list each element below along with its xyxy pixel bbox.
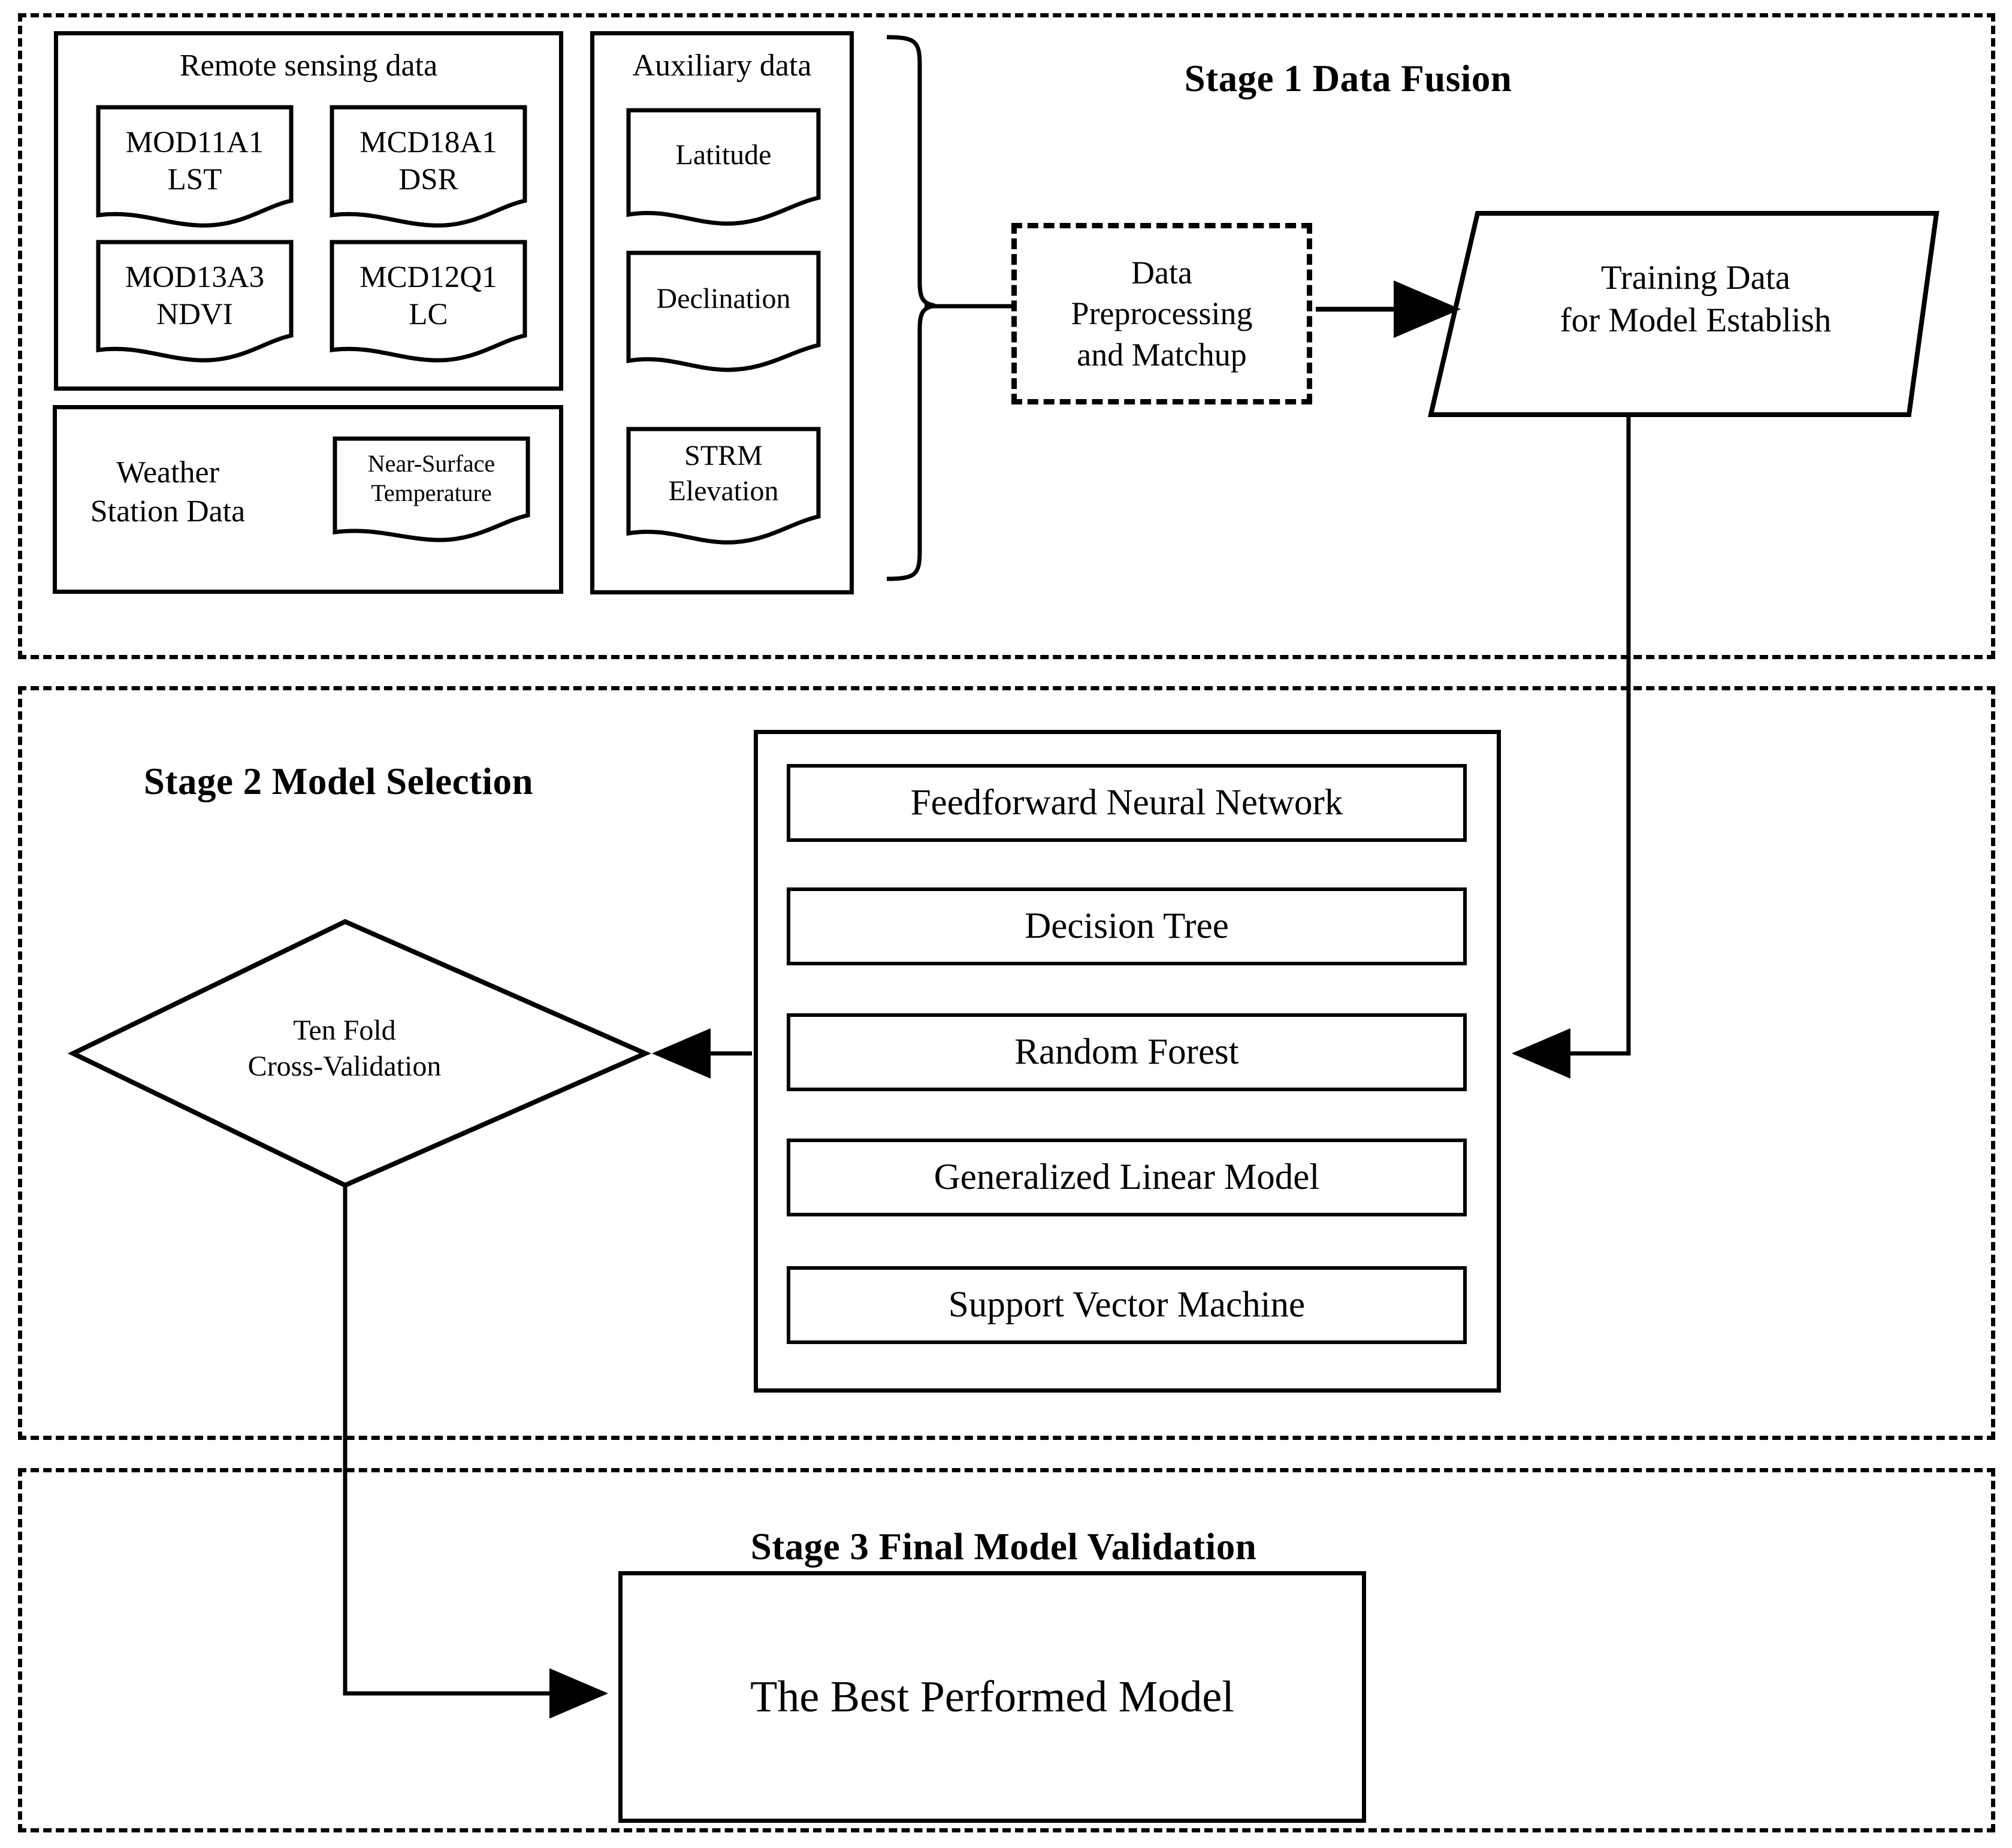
training-data-label: Training Data for Model Establish bbox=[1560, 259, 1832, 340]
data-doc-mcd12q1-text: MCD12Q1 LC bbox=[359, 261, 497, 332]
data-preprocessing-box: Data Preprocessing and Matchup bbox=[1011, 223, 1312, 404]
data-doc-near-surface-temperature-text: Near-Surface Temperature bbox=[367, 450, 496, 506]
data-doc-near-surface-temperature: Near-Surface Temperature bbox=[333, 436, 530, 544]
model-item-support-vector-machine[interactable]: Support Vector Machine bbox=[787, 1266, 1467, 1344]
data-doc-mcd18a1: MCD18A1 DSR bbox=[330, 105, 527, 228]
model-label: Feedforward Neural Network bbox=[910, 783, 1343, 823]
data-doc-strm-elevation: STRM Elevation bbox=[626, 427, 821, 546]
best-model-box: The Best Performed Model bbox=[618, 1571, 1366, 1823]
model-label: Support Vector Machine bbox=[948, 1285, 1306, 1325]
stage-3-title: Stage 3 Final Model Validation bbox=[750, 1526, 1257, 1568]
model-item-random-forest[interactable]: Random Forest bbox=[787, 1013, 1467, 1091]
stage-1-title: Stage 1 Data Fusion bbox=[1184, 58, 1512, 99]
stage-3-container bbox=[18, 1468, 1995, 1832]
auxiliary-label: Auxiliary data bbox=[632, 49, 812, 83]
stage-2-container bbox=[18, 686, 1995, 1440]
model-item-decision-tree[interactable]: Decision Tree bbox=[787, 887, 1467, 965]
cross-validation-label: Ten Fold Cross-Validation bbox=[247, 1014, 442, 1082]
data-doc-mod11a1: MOD11A1 LST bbox=[96, 105, 294, 228]
model-item-feedforward-neural-network[interactable]: Feedforward Neural Network bbox=[787, 764, 1467, 842]
data-doc-mod13a3-text: MOD13A3 NDVI bbox=[125, 261, 265, 332]
model-label: Random Forest bbox=[1014, 1032, 1239, 1072]
data-doc-mcd18a1-text: MCD18A1 DSR bbox=[359, 126, 497, 197]
data-doc-declination: Declination bbox=[626, 250, 821, 373]
data-doc-declination-text: Declination bbox=[656, 283, 791, 315]
data-doc-latitude: Latitude bbox=[626, 108, 821, 228]
data-doc-strm-elevation-text: STRM Elevation bbox=[668, 440, 779, 507]
weather-station-label: Weather Station Data bbox=[90, 455, 246, 529]
stage-2-title: Stage 2 Model Selection bbox=[143, 760, 534, 802]
best-model-text: The Best Performed Model bbox=[750, 1672, 1234, 1722]
data-doc-mod11a1-text: MOD11A1 LST bbox=[125, 126, 264, 197]
model-label: Generalized Linear Model bbox=[934, 1157, 1320, 1197]
stage-1-container bbox=[18, 13, 1995, 659]
data-doc-mcd12q1: MCD12Q1 LC bbox=[330, 240, 527, 363]
data-preprocessing-text: Data Preprocessing and Matchup bbox=[1071, 255, 1253, 373]
data-doc-mod13a3: MOD13A3 NDVI bbox=[96, 240, 294, 363]
remote-sensing-label: Remote sensing data bbox=[179, 49, 438, 83]
data-doc-latitude-text: Latitude bbox=[675, 139, 772, 171]
model-label: Decision Tree bbox=[1025, 906, 1229, 946]
model-item-generalized-linear-model[interactable]: Generalized Linear Model bbox=[787, 1139, 1467, 1216]
